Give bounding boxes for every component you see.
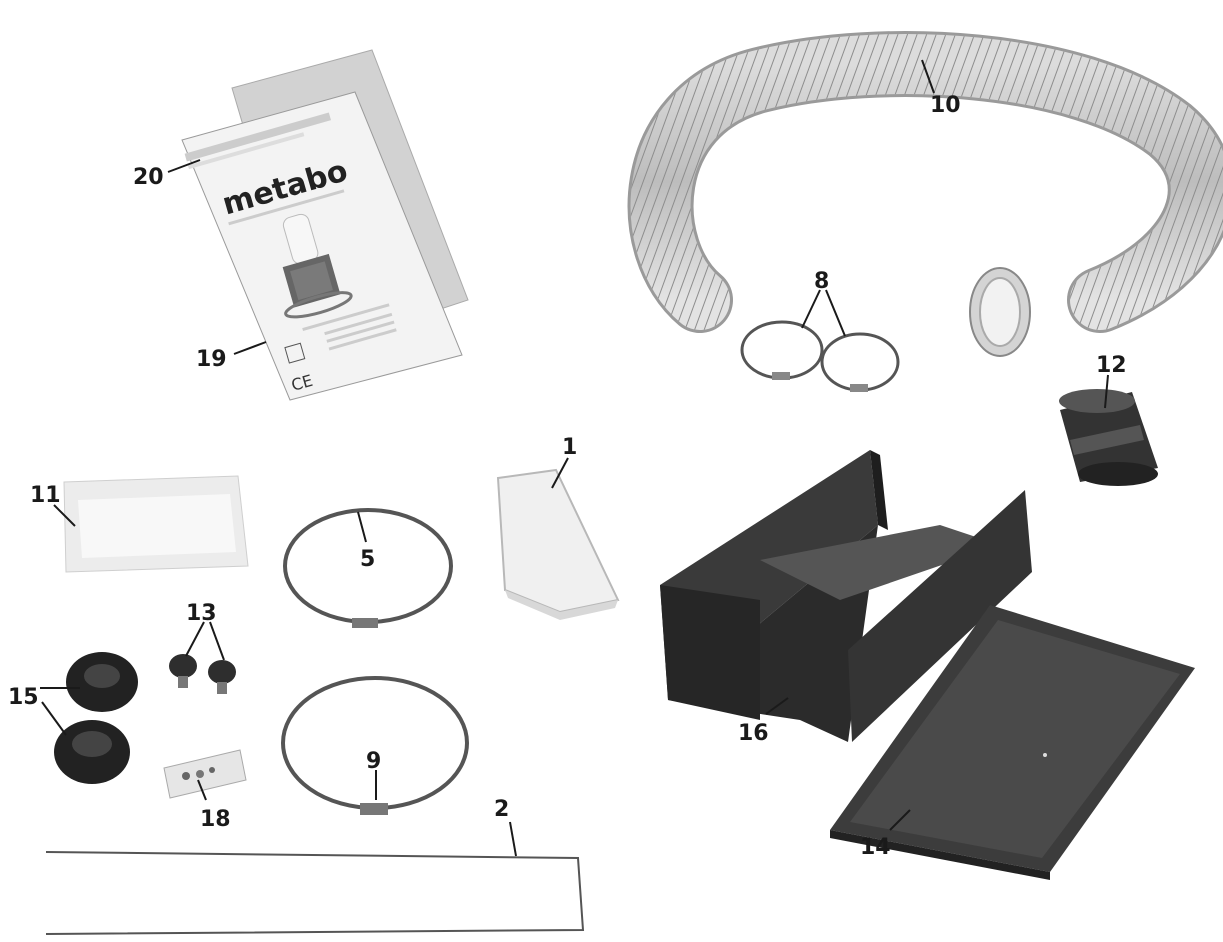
callout-12: 12 — [1096, 353, 1127, 378]
hose-adapter — [1059, 389, 1158, 486]
bottom-tray — [830, 605, 1195, 880]
callout-10: 10 — [930, 93, 961, 118]
callout-8: 8 — [814, 269, 829, 294]
rubber-feet — [169, 654, 236, 694]
callout-15: 15 — [8, 685, 39, 710]
filter-bag — [496, 468, 620, 620]
leader-lines — [40, 59, 1109, 857]
callout-11: 11 — [30, 483, 61, 508]
housing-frame — [660, 450, 1032, 742]
plastic-bag — [63, 475, 249, 573]
hose-clamps-small — [740, 320, 900, 392]
callout-16: 16 — [738, 721, 769, 746]
wheels — [54, 652, 138, 784]
callout-13: 13 — [186, 601, 217, 626]
callout-18: 18 — [200, 807, 231, 832]
callout-14: 14 — [860, 835, 891, 860]
callout-20: 20 — [133, 165, 164, 190]
callout-numbers: 20 19 10 8 12 1 11 5 13 15 16 9 18 2 14 — [8, 93, 1127, 860]
screw-pack — [163, 749, 247, 799]
callout-2: 2 — [494, 797, 509, 822]
callout-19: 19 — [196, 347, 227, 372]
callout-9: 9 — [366, 749, 381, 774]
clamp-ring-medium — [281, 676, 469, 815]
clamp-ring-large — [283, 508, 453, 628]
support-rod — [45, 851, 585, 935]
manual-booklet: metabo CE — [181, 49, 469, 401]
hose — [627, 31, 1223, 357]
callout-1: 1 — [562, 435, 577, 460]
callout-5: 5 — [360, 547, 375, 572]
